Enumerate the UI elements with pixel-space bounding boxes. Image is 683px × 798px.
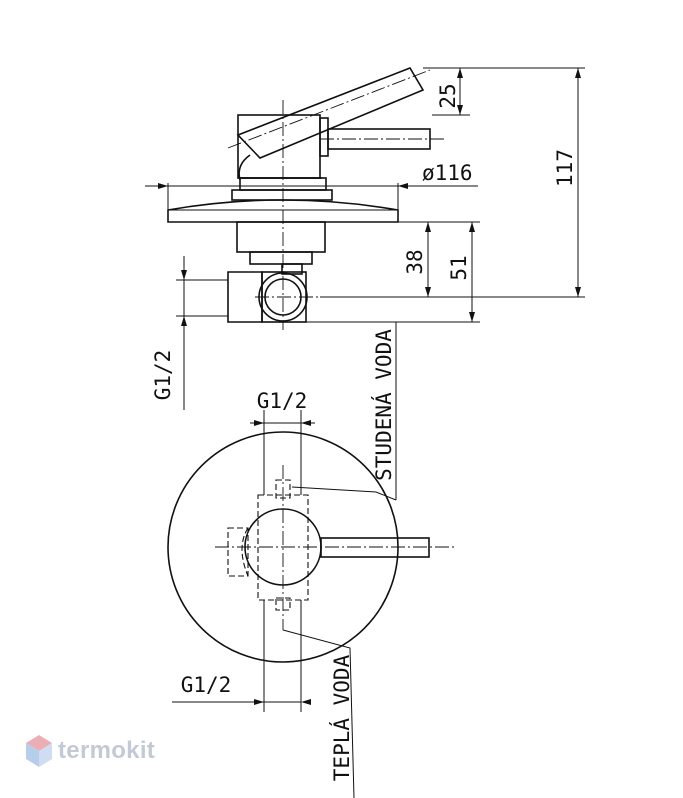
dim-depth-38: 38: [403, 249, 427, 274]
side-view: [167, 67, 445, 330]
mixer-body: [237, 114, 321, 179]
side-dimensions: 25 117 ø116 38 51 G1/2: [145, 67, 585, 500]
knob: [319, 117, 329, 157]
dim-total-height: 117: [553, 149, 577, 187]
dim-thread-bottom: G1/2: [181, 673, 232, 697]
body-lower: [236, 221, 326, 253]
dim-lever-height: 25: [436, 83, 460, 108]
brand-watermark: termokit: [58, 737, 156, 764]
front-dimensions: G1/2 G1/2 STUDENÁ VODA TEPLÁ VODA: [172, 329, 397, 798]
dim-thread-side: G1/2: [151, 350, 175, 401]
label-cold-water: STUDENÁ VODA: [371, 329, 396, 481]
dim-plate-diameter: ø116: [422, 161, 473, 185]
termokit-logo-icon: [26, 735, 52, 767]
dim-depth-51: 51: [447, 255, 471, 280]
dim-thread-top: G1/2: [257, 389, 308, 413]
front-view: [167, 431, 455, 663]
label-hot-water: TEPLÁ VODA: [329, 654, 354, 781]
front-handle: [320, 537, 430, 558]
lever-inclined: [236, 67, 425, 159]
